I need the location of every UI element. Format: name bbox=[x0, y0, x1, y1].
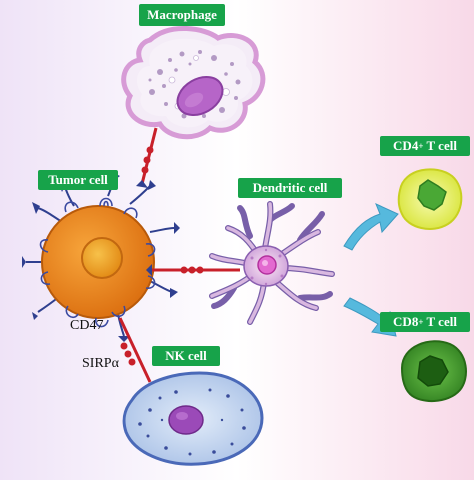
dendritic-sirpa-cd47-link bbox=[146, 264, 240, 276]
tumor-cell-label-text: Tumor cell bbox=[48, 172, 108, 187]
macrophage-label-text: Macrophage bbox=[147, 7, 217, 22]
nk-cell-label-text: NK cell bbox=[165, 348, 207, 363]
cd47-proteins bbox=[39, 197, 156, 328]
dendritic-cell-label-text: Dendritic cell bbox=[252, 180, 328, 195]
cd8-superscript: + bbox=[418, 317, 424, 327]
macrophage-sirpa-cd47-link bbox=[136, 127, 158, 188]
cd8-suffix: T cell bbox=[423, 314, 457, 329]
macrophage-label: Macrophage bbox=[139, 4, 225, 26]
cd4-suffix: T cell bbox=[423, 138, 457, 153]
arrow-to-cd4 bbox=[343, 203, 399, 251]
cd8-prefix: CD8 bbox=[393, 314, 419, 329]
nk-sirpa-cd47-link bbox=[118, 317, 152, 383]
tumor-cell bbox=[41, 205, 155, 319]
nk-cell-label: NK cell bbox=[152, 346, 220, 366]
nk-cell bbox=[122, 371, 264, 466]
sirpa-label: SIRPα bbox=[82, 356, 119, 371]
cd4-t-cell bbox=[397, 168, 463, 230]
macrophage-cell bbox=[121, 25, 266, 140]
cd8-t-cell bbox=[400, 340, 467, 402]
cd47-label: CD47 bbox=[70, 318, 104, 333]
cd4-t-cell-label: CD4+ T cell bbox=[380, 136, 470, 156]
cd8-t-cell-label: CD8+ T cell bbox=[380, 312, 470, 332]
cd4-prefix: CD4 bbox=[393, 138, 419, 153]
tumor-cell-label: Tumor cell bbox=[38, 170, 118, 190]
cd4-superscript: + bbox=[418, 141, 424, 151]
dendritic-cell bbox=[209, 201, 335, 325]
dendritic-cell-label: Dendritic cell bbox=[238, 178, 342, 198]
